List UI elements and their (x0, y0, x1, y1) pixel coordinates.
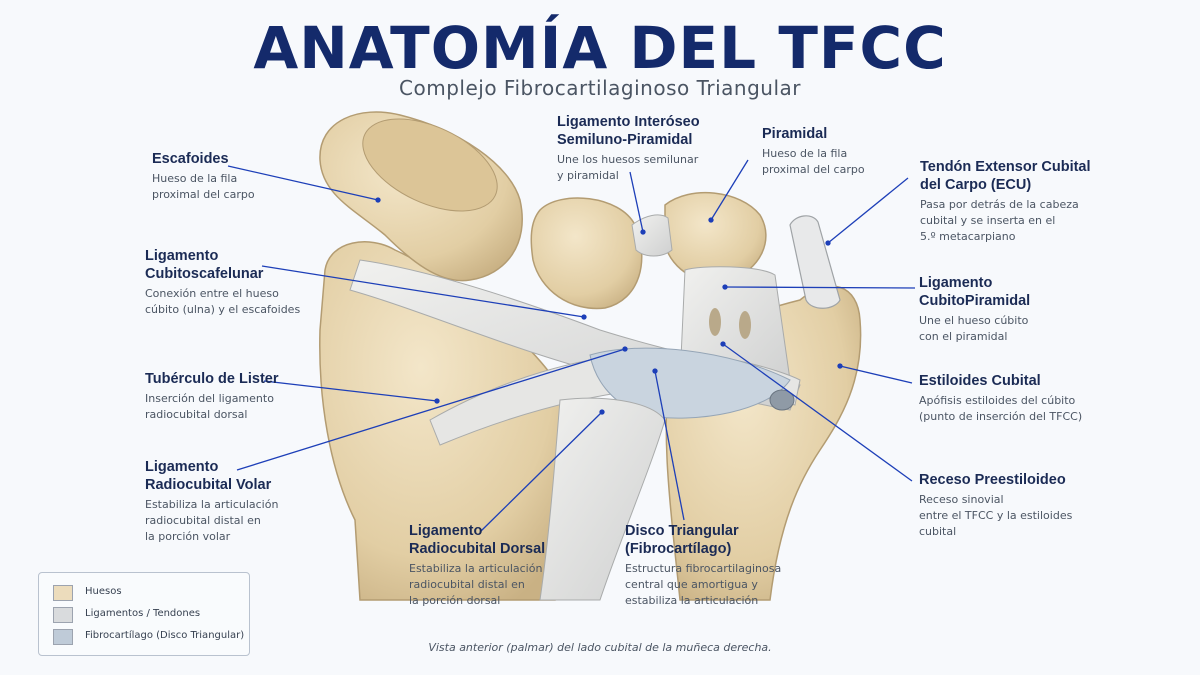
label-estiloides-desc2: (punto de inserción del TFCC) (919, 410, 1082, 423)
label-receso-name: Receso Preestiloideo (919, 471, 1072, 489)
label-cubitoescafelunar-name2: Cubitoscafelunar (145, 266, 263, 282)
label-escafoides-desc2: proximal del carpo (152, 188, 255, 201)
label-cubitopiramidal-desc1: Une el hueso cúbito (919, 314, 1028, 327)
legend-label-fibrocartilago: Fibrocartílago (Disco Triangular) (85, 630, 244, 641)
label-estiloides-name: Estiloides Cubital (919, 372, 1082, 390)
label-ecu-desc1: Pasa por detrás de la cabeza (920, 198, 1079, 211)
label-disco-desc3: estabiliza la articulación (625, 594, 758, 607)
label-receso-desc1: Receso sinovial (919, 493, 1004, 506)
legend-label-huesos: Huesos (85, 586, 122, 597)
label-ecu-desc3: 5.º metacarpiano (920, 230, 1016, 243)
lunotriquetral-ligament (632, 215, 672, 256)
label-lister-name: Tubérculo de Lister (145, 370, 278, 388)
label-cubitoescafelunar-desc1: Conexión entre el hueso (145, 287, 279, 300)
label-escafoides-name: Escafoides (152, 150, 255, 168)
label-interoseo-desc2: y piramidal (557, 169, 619, 182)
label-lister-desc2: radiocubital dorsal (145, 408, 247, 421)
label-cubitopiramidal-desc2: con el piramidal (919, 330, 1007, 343)
ligament-window-1 (709, 308, 721, 336)
label-dorsal-desc2: radiocubital distal en (409, 578, 525, 591)
legend-swatch-huesos (53, 585, 73, 601)
ecu-tendon (790, 216, 840, 308)
label-cubitopiramidal-name1: Ligamento (919, 275, 992, 291)
label-volar-name1: Ligamento (145, 459, 218, 475)
label-ecu-name2: del Carpo (ECU) (920, 177, 1031, 193)
label-estiloides: Estiloides Cubital Apófisis estiloides d… (919, 372, 1082, 425)
label-receso-desc3: cubital (919, 525, 956, 538)
label-ecu-desc2: cubital y se inserta en el (920, 214, 1055, 227)
label-volar-desc3: la porción volar (145, 530, 230, 543)
leader-ecu (828, 178, 908, 243)
label-ecu-name1: Tendón Extensor Cubital (920, 159, 1091, 175)
label-escafoides: Escafoides Hueso de la fila proximal del … (152, 150, 255, 203)
label-interoseo-desc1: Une los huesos semilunar (557, 153, 698, 166)
label-disco: Disco Triangular (Fibrocartílago) Estruct… (625, 522, 781, 609)
label-interoseo-name2: Semiluno-Piramidal (557, 132, 692, 148)
label-cubitoescafelunar-name1: Ligamento (145, 248, 218, 264)
label-disco-desc1: Estructura fibrocartilaginosa (625, 562, 781, 575)
label-lister-desc1: Inserción del ligamento (145, 392, 274, 405)
label-piramidal-name: Piramidal (762, 125, 865, 143)
label-lister: Tubérculo de Lister Inserción del ligame… (145, 370, 278, 423)
label-volar-name2: Radiocubital Volar (145, 477, 271, 493)
label-ecu: Tendón Extensor Cubital del Carpo (ECU) P… (920, 158, 1091, 245)
label-cubitoescafelunar-desc2: cúbito (ulna) y el escafoides (145, 303, 300, 316)
legend-label-ligamentos: Ligamentos / Tendones (85, 608, 200, 619)
label-disco-desc2: central que amortigua y (625, 578, 758, 591)
label-piramidal-desc2: proximal del carpo (762, 163, 865, 176)
label-piramidal: Piramidal Hueso de la fila proximal del c… (762, 125, 865, 178)
label-dorsal-desc3: la porción dorsal (409, 594, 500, 607)
label-dorsal-name1: Ligamento (409, 523, 482, 539)
label-volar-desc1: Estabiliza la articulación (145, 498, 278, 511)
figure-caption: Vista anterior (palmar) del lado cubital… (0, 641, 1200, 654)
label-interoseo-name1: Ligamento Interóseo (557, 114, 700, 130)
label-receso: Receso Preestiloideo Receso sinovial entr… (919, 471, 1072, 540)
label-volar-desc2: radiocubital distal en (145, 514, 261, 527)
label-dorsal-desc1: Estabiliza la articulación (409, 562, 542, 575)
label-piramidal-desc1: Hueso de la fila (762, 147, 847, 160)
label-escafoides-desc1: Hueso de la fila (152, 172, 237, 185)
ligament-window-2 (739, 311, 751, 339)
legend-swatch-ligamentos (53, 607, 73, 623)
label-receso-desc2: entre el TFCC y la estiloides (919, 509, 1072, 522)
label-cubitopiramidal-name2: CubitoPiramidal (919, 293, 1030, 309)
label-estiloides-desc1: Apófisis estiloides del cúbito (919, 394, 1075, 407)
label-disco-name2: (Fibrocartílago) (625, 541, 731, 557)
lunate-bone (531, 198, 641, 308)
label-disco-name1: Disco Triangular (625, 523, 739, 539)
label-dorsal-name2: Radiocubital Dorsal (409, 541, 545, 557)
